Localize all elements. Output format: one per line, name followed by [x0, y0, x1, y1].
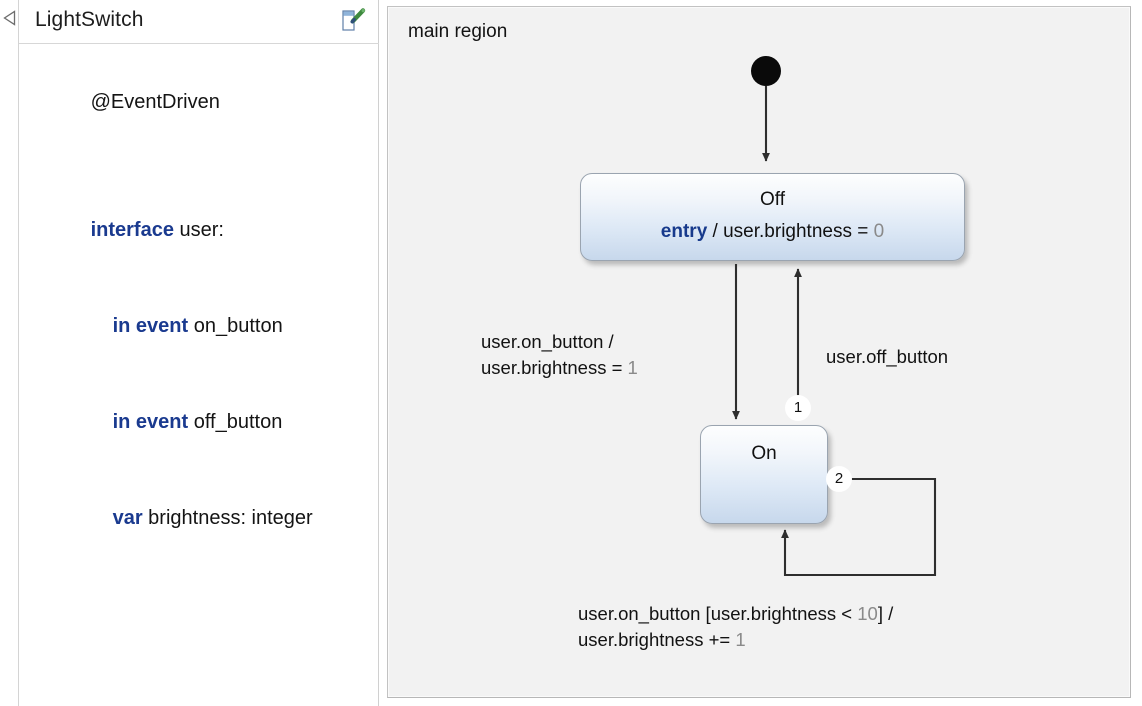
edge-label-line1: user.on_button / — [481, 331, 614, 352]
edge-on-self-loop[interactable] — [781, 477, 937, 577]
statechart-text-editor-panel: LightSwitch @EventDriven — [0, 0, 379, 706]
region-label: main region — [408, 21, 508, 42]
edge-label-line2: user.brightness = 1 — [481, 355, 638, 381]
page-title: LightSwitch — [35, 8, 144, 31]
editor-header: LightSwitch — [19, 0, 379, 44]
edge-label-line2-text: user.brightness = — [481, 357, 628, 378]
transition-priority-badge-2[interactable]: 2 — [826, 466, 852, 492]
diagram-edges-layer — [732, 56, 937, 577]
editor-gutter — [0, 0, 19, 706]
state-on-name: On — [751, 443, 777, 464]
state-on[interactable]: On — [700, 425, 828, 524]
editor-body: LightSwitch @EventDriven — [19, 0, 379, 706]
effect-prefix: user.brightness += — [578, 629, 736, 650]
state-off-name: Off — [760, 189, 785, 210]
edge-label-line2-number: 1 — [627, 357, 638, 378]
state-off-entry-action: entry / user.brightness = 0 — [581, 221, 964, 243]
statechart-definition-edit-icon[interactable] — [339, 8, 367, 34]
code-line-event-on: in event on_button — [19, 278, 379, 374]
code-keyword: interface — [90, 219, 174, 241]
effect-number: 1 — [735, 629, 746, 650]
edge-label-on-self-loop[interactable]: user.on_button [user.brightness < 10] / … — [578, 601, 893, 653]
collapse-left-triangle-icon[interactable] — [3, 10, 17, 26]
initial-state-node[interactable] — [751, 56, 781, 86]
edge-label-line1: user.off_button — [826, 346, 949, 367]
guard-prefix: user.on_button [user.brightness < — [578, 603, 858, 624]
guard-suffix: ] / — [877, 603, 894, 624]
code-line-blank — [19, 150, 379, 182]
code-line-var-brightness: var brightness: integer — [19, 470, 379, 566]
edge-label-line1: user.on_button [user.brightness < 10] / — [578, 601, 893, 627]
code-keyword: var — [112, 507, 143, 529]
edge-label-line2: user.brightness += 1 — [578, 627, 893, 653]
code-editor-area[interactable]: @EventDriven interface user: in event on… — [19, 44, 379, 706]
code-text: on_button — [188, 315, 283, 337]
code-text: user: — [173, 219, 224, 241]
guard-number: 10 — [857, 603, 878, 624]
entry-value: 0 — [873, 221, 885, 242]
code-text: off_button — [188, 411, 283, 433]
entry-expression: / user.brightness = — [707, 221, 874, 242]
edge-label-on-to-off[interactable]: user.off_button — [826, 344, 948, 370]
code-text: @EventDriven — [90, 91, 220, 113]
code-line-interface: interface user: — [19, 182, 379, 278]
code-keyword: in event — [112, 315, 189, 337]
edge-label-off-to-on[interactable]: user.on_button / user.brightness = 1 — [481, 329, 638, 381]
code-text: brightness: integer — [142, 507, 313, 529]
code-keyword: in event — [112, 411, 189, 433]
code-line-event-off: in event off_button — [19, 374, 379, 470]
statechart-diagram-panel[interactable]: main region Off entry / user.bright — [387, 6, 1131, 698]
entry-keyword: entry — [660, 221, 708, 242]
transition-priority-badge-1[interactable]: 1 — [785, 395, 811, 421]
state-off[interactable]: Off entry / user.brightness = 0 — [580, 173, 965, 261]
code-line-annotation: @EventDriven — [19, 54, 379, 150]
